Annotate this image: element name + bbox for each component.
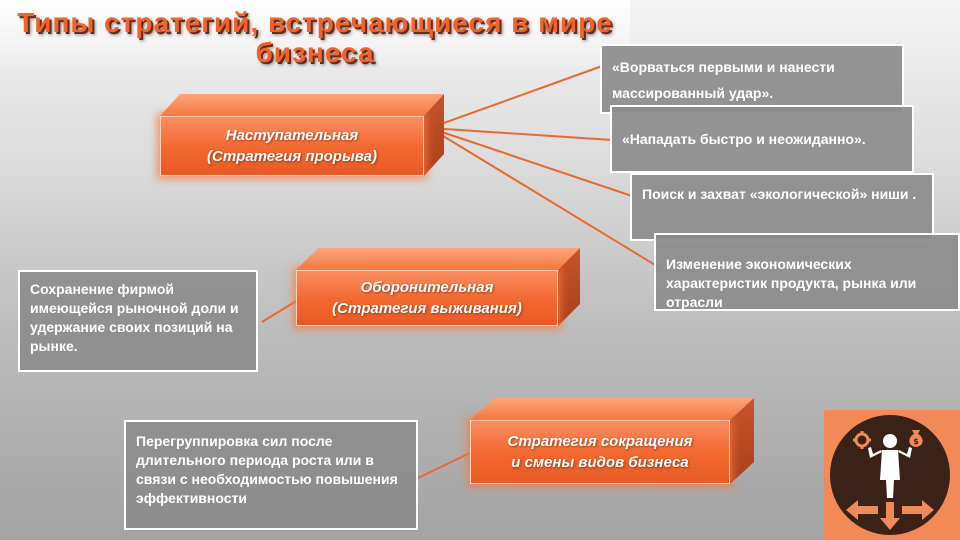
offensive-detail-1: «Ворваться первыми и нанести массированн… [600, 44, 904, 114]
defensive-detail: Сохранение фирмой имеющейся рыночной дол… [18, 270, 258, 372]
offensive-detail-2: «Нападать быстро и неожиданно». [610, 105, 914, 173]
money-bag-icon: $ [909, 430, 923, 447]
icon-tile: $ [824, 410, 960, 540]
connector-defensive [261, 299, 299, 323]
businessman-choice-icon: $ [830, 415, 950, 535]
connector-offensive-1 [429, 65, 603, 129]
connector-offensive-2 [429, 127, 613, 141]
strategy-label-defensive: Оборонительная (Стратегия выживания) [296, 270, 558, 326]
offensive-detail-4: Изменение экономических характеристик пр… [654, 233, 960, 311]
offensive-detail-3: Поиск и захват «экологической» ниши . [630, 173, 934, 241]
reduction-detail: Перегруппировка сил после длительного пе… [124, 420, 418, 530]
defensive-detail-text: Сохранение фирмой имеющейся рыночной дол… [30, 281, 239, 354]
strategy-label-reduction: Стратегия сокращения и смены видов бизне… [470, 420, 730, 484]
strategy-block-reduction: Стратегия сокращения и смены видов бизне… [470, 398, 754, 484]
gear-icon [853, 431, 871, 449]
offensive-detail-1-text: «Ворваться первыми и нанести массированн… [612, 59, 835, 101]
offensive-detail-4-text: Изменение экономических характеристик пр… [666, 256, 917, 310]
connector-offensive-3 [429, 127, 633, 197]
strategy-block-offensive: Наступательная (Стратегия прорыва) [160, 94, 444, 176]
connector-reduction [417, 451, 473, 479]
title-band [0, 0, 630, 66]
arrows-icon [846, 500, 934, 530]
offensive-detail-3-text: Поиск и захват «экологической» ниши . [642, 186, 917, 202]
connector-offensive-4 [429, 127, 661, 269]
strategy-block-defensive: Оборонительная (Стратегия выживания) [296, 248, 580, 326]
reduction-detail-text: Перегруппировка сил после длительного пе… [136, 433, 398, 506]
page-title: Типы стратегий, встречающиеся в мире биз… [17, 7, 613, 68]
svg-text:$: $ [913, 437, 919, 446]
offensive-detail-2-text: «Нападать быстро и неожиданно». [622, 130, 866, 147]
strategy-label-offensive: Наступательная (Стратегия прорыва) [160, 116, 424, 176]
